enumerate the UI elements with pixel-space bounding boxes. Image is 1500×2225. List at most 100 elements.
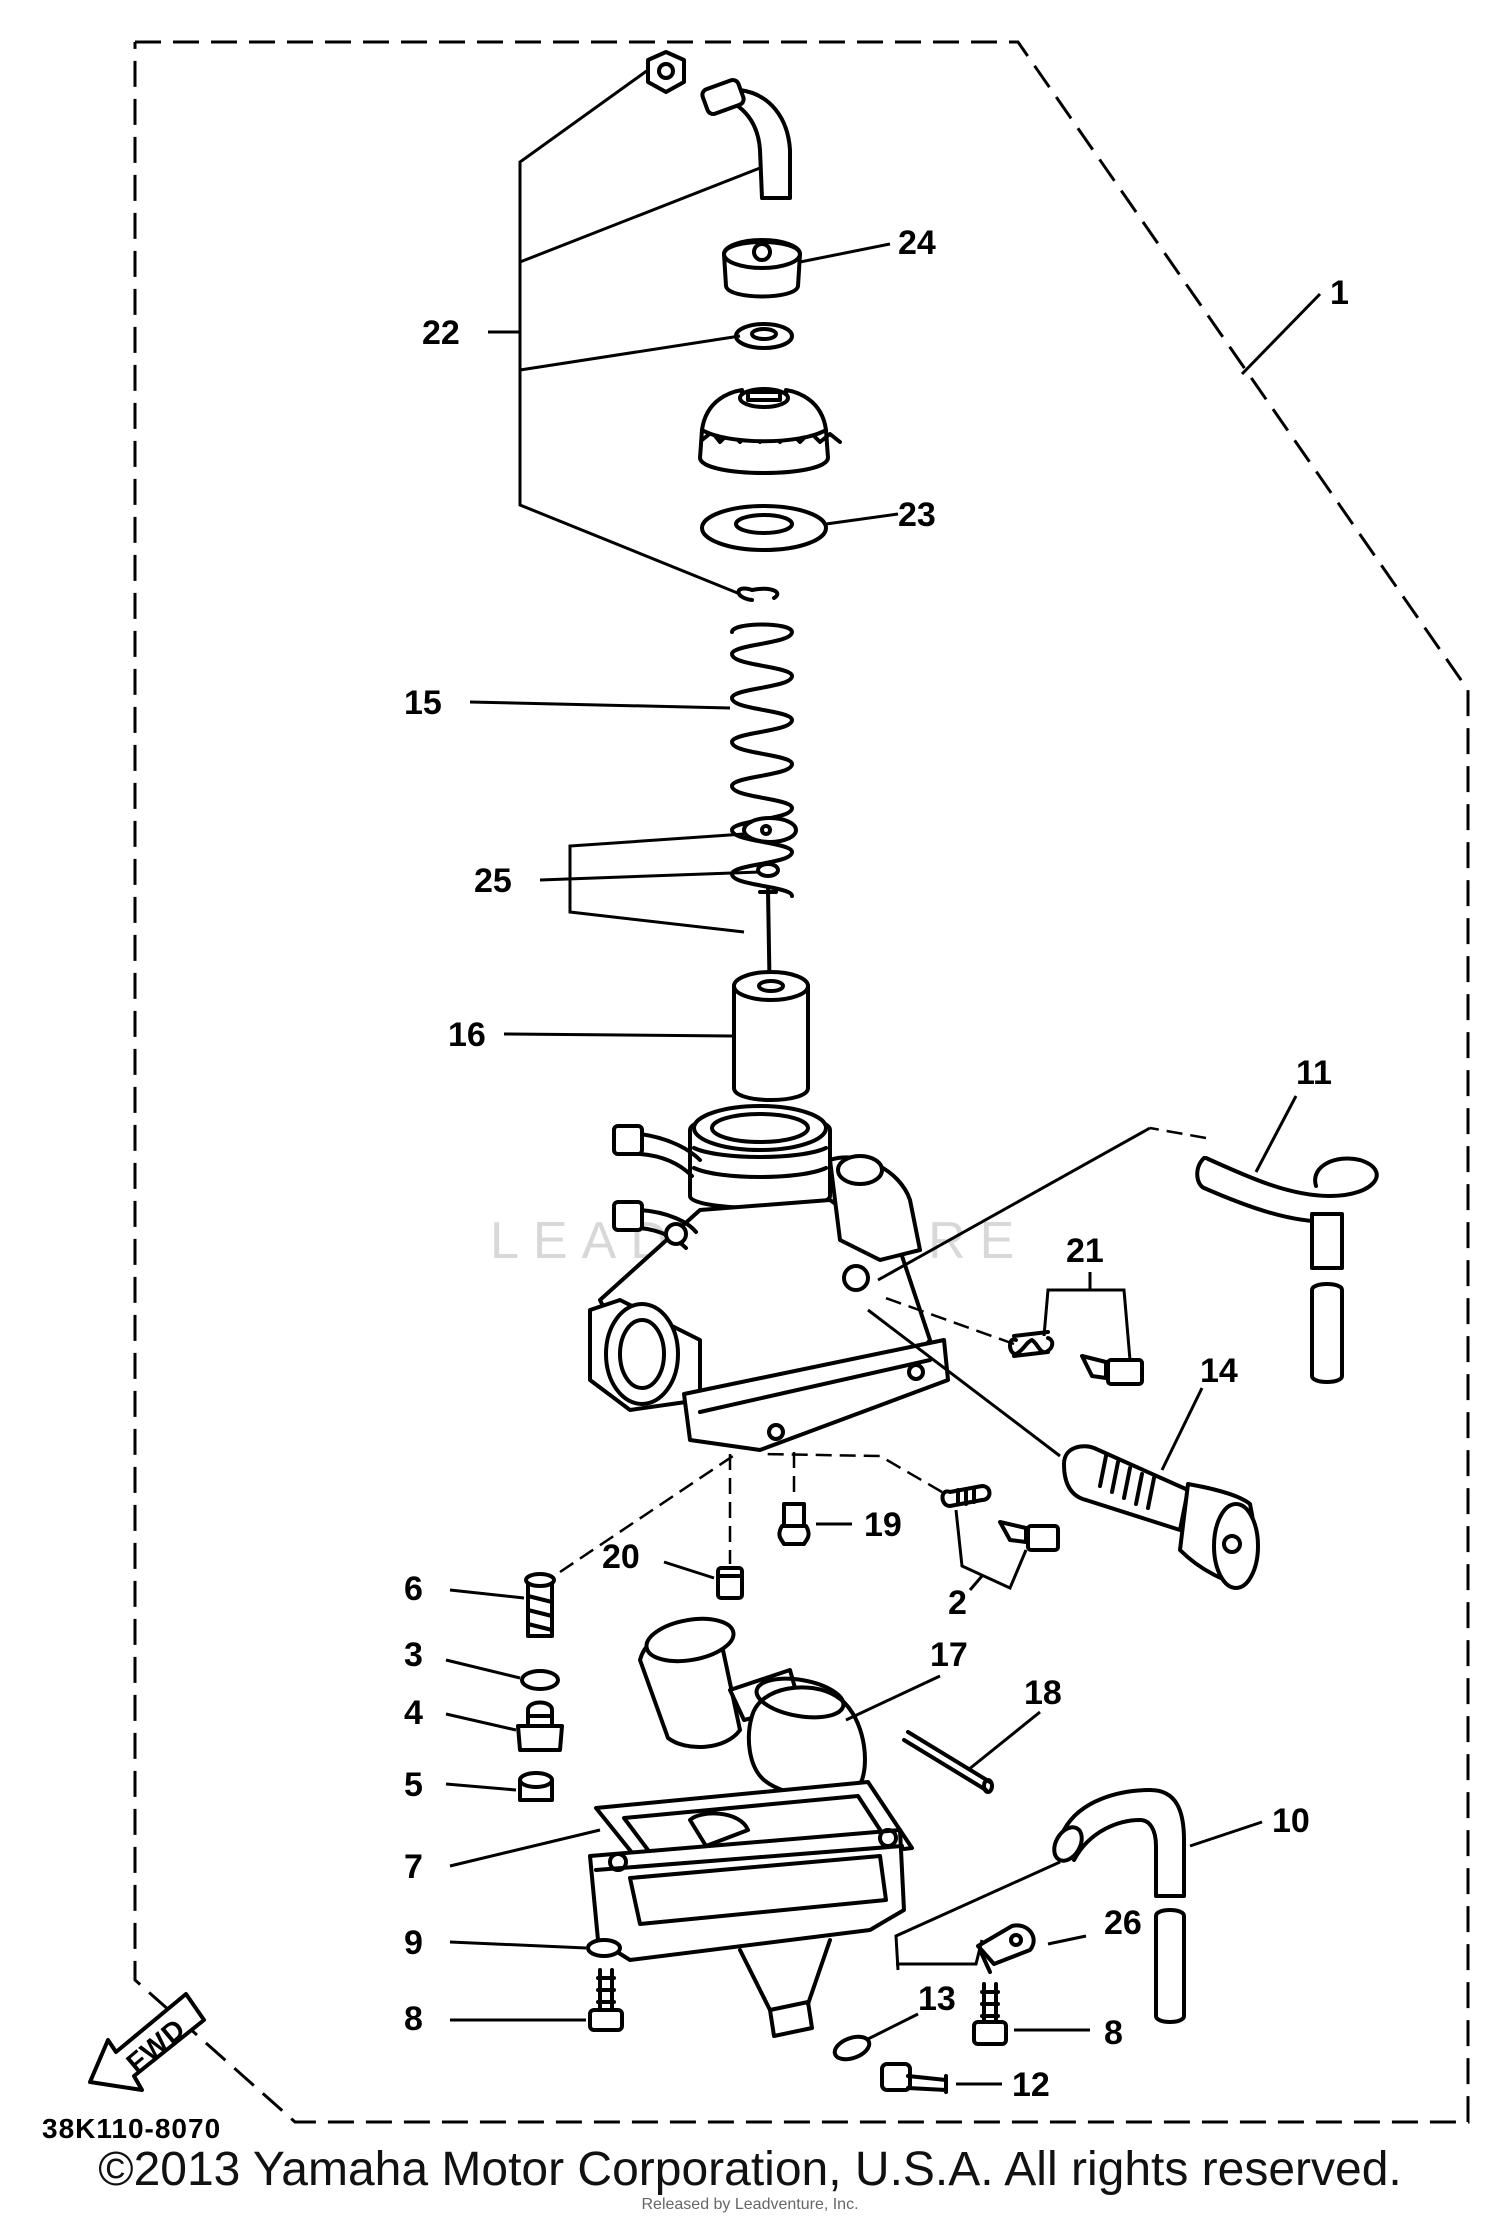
leader-18 bbox=[967, 1710, 1041, 1772]
callout-14: 14 bbox=[1200, 1352, 1238, 1390]
starter-plunger-14 bbox=[1062, 1444, 1260, 1590]
fwd-arrow-icon: FWD bbox=[88, 1992, 206, 2092]
callout-13: 13 bbox=[918, 1980, 956, 2018]
callout-6: 6 bbox=[404, 1570, 423, 1608]
callout-24: 24 bbox=[898, 224, 936, 262]
pilot-jet-20 bbox=[716, 1566, 744, 1600]
drain-screw-12 bbox=[880, 2062, 948, 2094]
callout-26: 26 bbox=[1104, 1904, 1142, 1942]
leader-5 bbox=[445, 1782, 517, 1792]
clip bbox=[736, 586, 780, 602]
clamp-26 bbox=[976, 1923, 1036, 1974]
callout-11: 11 bbox=[1296, 1054, 1332, 1092]
leader-21-bracket bbox=[1042, 1288, 1132, 1361]
leader-22-bracket bbox=[518, 68, 741, 596]
throttle-stop-screw-2 bbox=[998, 1520, 1060, 1552]
leader-2-bracket bbox=[954, 1509, 1028, 1591]
leader-7 bbox=[449, 1828, 601, 1868]
callout-12: 12 bbox=[1012, 2066, 1050, 2104]
leader-10 bbox=[1189, 1820, 1263, 1848]
callout-2: 2 bbox=[948, 1584, 967, 1622]
callout-3: 3 bbox=[404, 1636, 423, 1674]
leader-25-bracket bbox=[568, 832, 745, 934]
mixing-chamber-cap bbox=[698, 387, 842, 475]
pilot-screw-21 bbox=[1080, 1354, 1144, 1386]
plunger-14-line bbox=[867, 1308, 1061, 1458]
washer bbox=[734, 322, 794, 350]
callout-17: 17 bbox=[930, 1636, 968, 1674]
callout-19: 19 bbox=[864, 1506, 902, 1544]
leader-17 bbox=[845, 1674, 941, 1722]
needle-jet-6 bbox=[524, 1572, 556, 1638]
valve-seat-4 bbox=[516, 1700, 564, 1752]
callout-5: 5 bbox=[404, 1766, 423, 1804]
washer-13 bbox=[832, 2034, 872, 2062]
throttle-valve-16 bbox=[732, 970, 810, 1102]
leader-2 bbox=[968, 1575, 984, 1591]
watermark-small: Released by Leadventure, Inc. bbox=[641, 2196, 859, 2213]
needle-clip bbox=[756, 862, 780, 878]
leader-16 bbox=[503, 1032, 733, 1038]
drain-hose-line bbox=[894, 1860, 1061, 1971]
leader-25 bbox=[539, 870, 761, 882]
float-bowl bbox=[588, 1828, 906, 2038]
screw-8-left bbox=[588, 1968, 624, 2032]
needle-holder-plate bbox=[742, 816, 798, 844]
leader-3 bbox=[445, 1658, 521, 1680]
throttle-stop-spring-2 bbox=[940, 1484, 992, 1508]
callout-8b: 8 bbox=[1104, 2014, 1123, 2052]
needle-jet-line bbox=[559, 1452, 737, 1574]
diagram-code: 38K110-8070 bbox=[42, 2113, 221, 2144]
cable-elbow-pipe bbox=[700, 77, 792, 200]
callout-21: 21 bbox=[1066, 1232, 1104, 1270]
callout-7: 7 bbox=[404, 1848, 423, 1886]
plug-5 bbox=[518, 1771, 554, 1802]
screw-2-line bbox=[759, 1452, 943, 1494]
leader-22-a bbox=[519, 166, 761, 264]
leader-4 bbox=[445, 1712, 517, 1732]
leader-14 bbox=[1160, 1387, 1204, 1471]
float-pin-18 bbox=[902, 1730, 994, 1794]
leader-6 bbox=[449, 1588, 525, 1600]
throttle-spring-15 bbox=[730, 622, 794, 898]
leader-1 bbox=[1240, 292, 1322, 376]
carburetor-body bbox=[588, 1104, 950, 1452]
mixing-chamber-top-24 bbox=[722, 238, 802, 299]
callout-1: 1 bbox=[1330, 274, 1349, 312]
o-ring-3 bbox=[520, 1669, 560, 1691]
leader-23 bbox=[825, 512, 899, 526]
copyright-notice: ©2013 Yamaha Motor Corporation, U.S.A. A… bbox=[98, 2143, 1402, 2196]
cap-nut bbox=[646, 50, 686, 94]
callout-18: 18 bbox=[1024, 1674, 1062, 1712]
leader-15 bbox=[469, 700, 731, 710]
leader-11 bbox=[1254, 1095, 1298, 1173]
callout-9: 9 bbox=[404, 1924, 423, 1962]
gasket-23 bbox=[700, 504, 828, 552]
callout-25: 25 bbox=[474, 862, 512, 900]
screw-8-right bbox=[972, 1982, 1008, 2046]
pilot-screw-spring-21 bbox=[1008, 1330, 1055, 1358]
callout-22: 22 bbox=[422, 314, 460, 352]
leader-13 bbox=[865, 2012, 919, 2042]
hose-11-line-a bbox=[1149, 1126, 1207, 1140]
leader-9 bbox=[449, 1940, 587, 1950]
callout-20: 20 bbox=[602, 1538, 640, 1576]
washer-9 bbox=[586, 1938, 622, 1958]
callout-10: 10 bbox=[1272, 1802, 1310, 1840]
leader-26 bbox=[1047, 1934, 1087, 1946]
callout-4: 4 bbox=[404, 1694, 423, 1732]
leader-22-b bbox=[519, 334, 741, 372]
float-17 bbox=[638, 1616, 867, 1798]
drain-hose-10 bbox=[1052, 1788, 1186, 2024]
hose-11-line-b bbox=[877, 1126, 1151, 1282]
callout-15: 15 bbox=[404, 684, 442, 722]
leader-24 bbox=[799, 242, 891, 264]
clamp-26-line bbox=[896, 1939, 984, 1966]
assembly-boundary bbox=[133, 40, 1470, 2124]
callout-8a: 8 bbox=[404, 2000, 423, 2038]
callout-23: 23 bbox=[898, 496, 936, 534]
leader-20 bbox=[663, 1560, 715, 1580]
main-jet-19 bbox=[777, 1502, 811, 1546]
